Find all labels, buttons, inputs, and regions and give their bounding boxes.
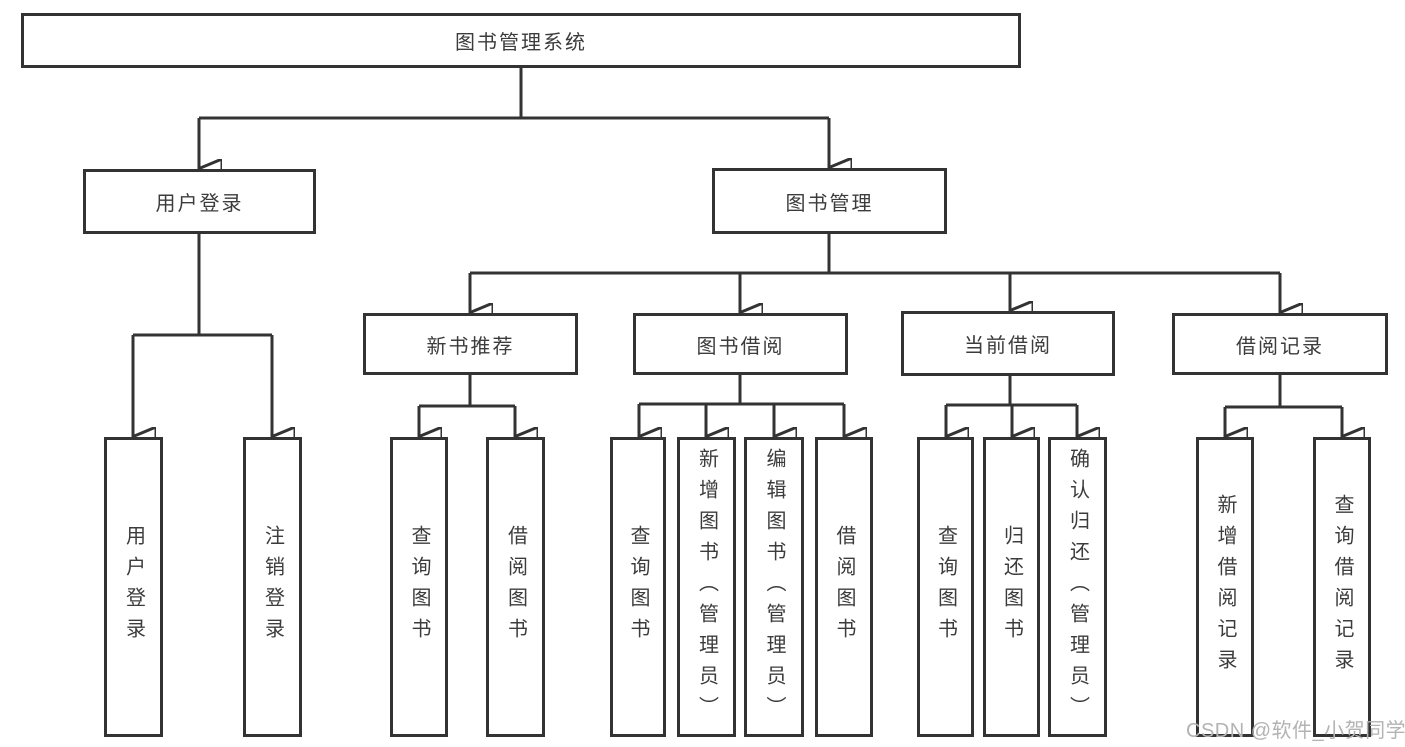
leaf-add-borrow-record: 新增借阅记录 xyxy=(1196,437,1254,737)
leaf-confirm-return-admin: 确认归还（管理员） xyxy=(1048,437,1107,737)
leaf-edit-book-admin: 编辑图书（管理员） xyxy=(744,437,804,737)
leaf-borrow-books-1: 借阅图书 xyxy=(486,437,545,737)
node-borrowing-records: 借阅记录 xyxy=(1172,313,1388,375)
leaf-query-borrow-record: 查询借阅记录 xyxy=(1313,437,1371,737)
leaf-borrow-books-2: 借阅图书 xyxy=(815,437,873,737)
leaf-query-books-3: 查询图书 xyxy=(917,437,974,737)
node-user-login: 用户登录 xyxy=(83,169,316,234)
leaf-logout: 注销登录 xyxy=(243,437,302,737)
node-new-book-recommendation: 新书推荐 xyxy=(363,313,578,375)
node-library-management-system: 图书管理系统 xyxy=(21,13,1021,68)
leaf-user-login: 用户登录 xyxy=(104,437,163,737)
leaf-add-book-admin: 新增图书（管理员） xyxy=(677,437,736,737)
leaf-query-books-1: 查询图书 xyxy=(390,437,448,737)
watermark-text: CSDN @软件_小贺同学 xyxy=(1186,720,1405,742)
node-book-borrowing: 图书借阅 xyxy=(633,313,848,375)
leaf-query-books-2: 查询图书 xyxy=(610,437,666,737)
leaf-return-book: 归还图书 xyxy=(983,437,1040,737)
node-book-management: 图书管理 xyxy=(712,168,947,234)
node-current-borrowing: 当前借阅 xyxy=(901,311,1115,376)
